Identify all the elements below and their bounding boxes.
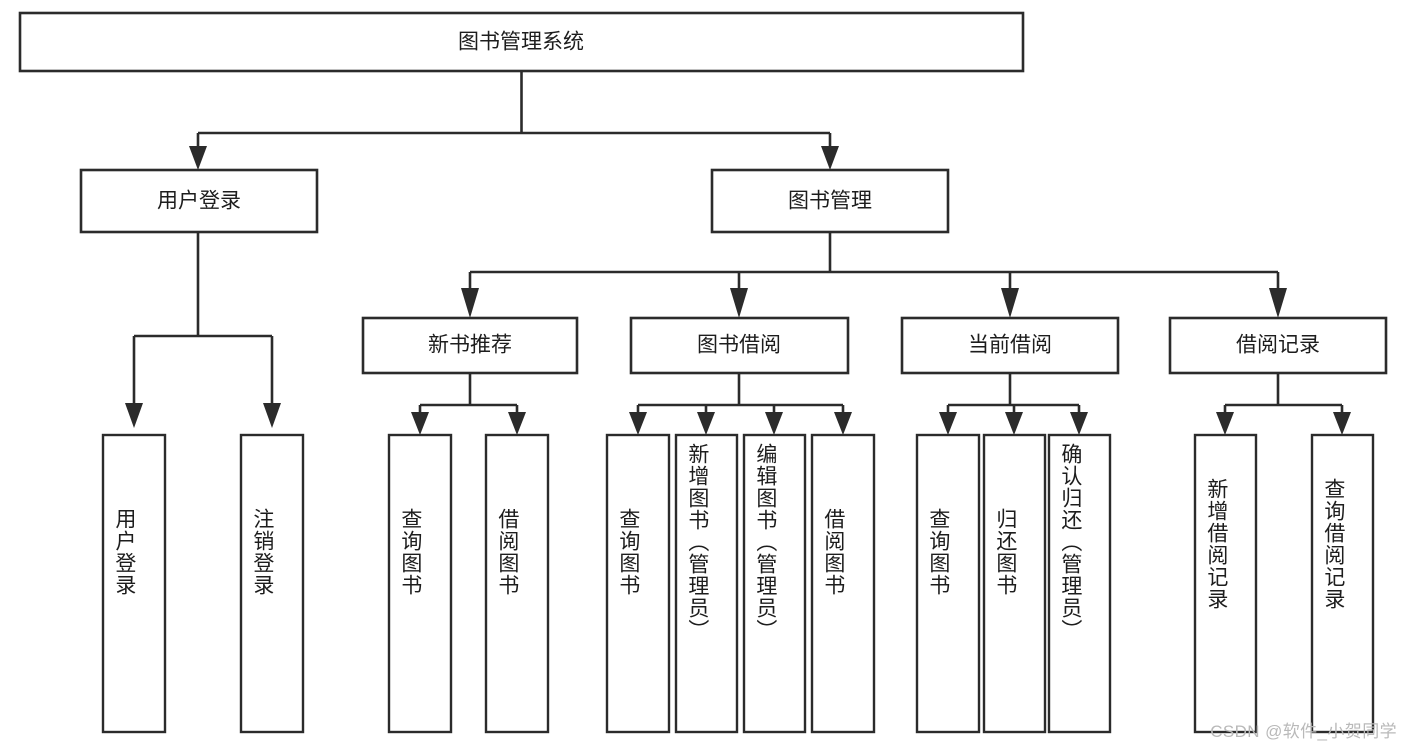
node-leaf-confirm-return[interactable] [1047,433,1112,734]
arrow-to-leaf-query-book-2 [629,412,647,435]
node-book-borrow-label: 图书借阅 [697,334,781,357]
node-leaf-query-book-1[interactable] [387,433,453,734]
arrow-to-leaf-confirm-return [1070,412,1088,435]
arrow-to-borrow-record [1269,288,1287,318]
arrow-to-leaf-edit-book [765,412,783,435]
arrow-to-book-borrow [730,288,748,318]
node-root-label: 图书管理系统 [458,31,584,54]
node-book-manage-label: 图书管理 [788,190,872,213]
node-leaf-borrow-book-1[interactable] [484,433,550,734]
node-user-login-label: 用户登录 [157,190,241,213]
node-leaf-add-record[interactable] [1193,433,1258,734]
node-leaf-borrow-book-2[interactable] [810,433,876,734]
arrow-to-book-manage [821,146,839,170]
node-borrow-record-label: 借阅记录 [1236,334,1320,357]
watermark-text: CSDN @软件_小贺同学 [1210,722,1397,741]
arrow-to-leaf-add-record [1216,412,1234,435]
node-leaf-user-login[interactable] [101,433,167,734]
node-leaf-add-book[interactable] [674,433,739,734]
arrow-to-leaf-add-book [697,412,715,435]
node-leaf-edit-book[interactable] [742,433,807,734]
arrow-to-leaf-logout-login [263,403,281,428]
node-user-login[interactable] [79,168,319,234]
node-current-borrow[interactable] [900,316,1120,375]
arrow-to-new-book-recommend [461,288,479,318]
node-leaf-query-book-3[interactable] [915,433,981,734]
edges-group [125,71,1351,435]
arrow-to-leaf-user-login [125,403,143,428]
arrow-to-leaf-query-record [1333,412,1351,435]
node-new-book-recommend-label: 新书推荐 [428,334,512,357]
node-book-manage[interactable] [710,168,950,234]
node-root[interactable] [18,11,1025,73]
node-borrow-record[interactable] [1168,316,1388,375]
node-leaf-return-book[interactable] [982,433,1047,734]
node-book-borrow[interactable] [629,316,850,375]
arrow-to-leaf-borrow-book-2 [834,412,852,435]
arrow-to-leaf-query-book-3 [939,412,957,435]
nodes-group: 图书管理系统 用户登录 图书管理 新书推荐 图书借阅 当前借阅 借阅记录 [18,11,1388,734]
arrow-to-leaf-query-book-1 [411,412,429,435]
node-new-book-recommend[interactable] [361,316,579,375]
node-leaf-logout-login[interactable] [239,433,305,734]
arrow-to-leaf-return-book [1005,412,1023,435]
arrow-to-leaf-borrow-book-1 [508,412,526,435]
node-leaf-query-record[interactable] [1310,433,1375,734]
arrow-to-current-borrow [1001,288,1019,318]
arrow-to-user-login [189,146,207,170]
node-current-borrow-label: 当前借阅 [968,334,1052,357]
node-leaf-query-book-2[interactable] [605,433,671,734]
